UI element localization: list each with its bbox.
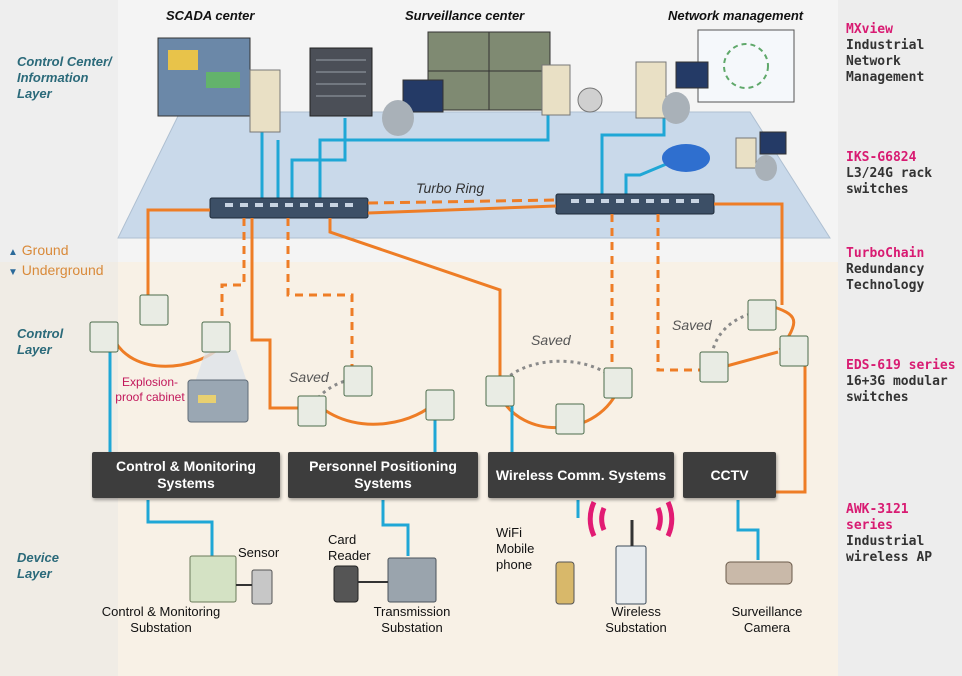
card-reader-device bbox=[333, 565, 359, 603]
scada-center-title: SCADA center bbox=[166, 8, 255, 23]
eds-switch bbox=[343, 365, 373, 397]
scada-server bbox=[249, 69, 281, 133]
triangle-down-icon: ▼ bbox=[8, 267, 18, 278]
sensor-label: Sensor bbox=[238, 545, 280, 560]
eds-switch bbox=[201, 321, 231, 353]
eds-switch bbox=[603, 367, 633, 399]
turbo-ring-label: Turbo Ring bbox=[416, 180, 485, 196]
eds-switch bbox=[425, 389, 455, 421]
system-personnel-positioning-label: Personnel Positioning Systems bbox=[309, 458, 457, 491]
legend-item: TurboChain Redundancy Technology bbox=[846, 246, 958, 294]
core-switch-left bbox=[209, 197, 369, 219]
eds-switch bbox=[779, 335, 809, 367]
legend-title: AWK-3121 series bbox=[846, 502, 909, 533]
legend-item: IKS-G6824 L3/24G rack switches bbox=[846, 150, 958, 198]
ground-label: Ground bbox=[21, 242, 69, 258]
system-cctv: CCTV bbox=[683, 452, 776, 498]
eds-switch bbox=[555, 403, 585, 435]
eds-switch bbox=[485, 375, 515, 407]
transmission-substation-label: Transmission Substation bbox=[373, 604, 451, 635]
legend-panel bbox=[838, 0, 962, 676]
system-cctv-label: CCTV bbox=[710, 466, 749, 483]
wireless-signal-icon bbox=[587, 500, 675, 538]
eds-switch bbox=[89, 321, 119, 353]
operator-figure bbox=[382, 100, 414, 136]
network-management-title: Network management bbox=[668, 8, 804, 23]
card-reader-label: Card Reader bbox=[328, 532, 371, 563]
surveillance-center-title: Surveillance center bbox=[405, 8, 525, 23]
transmission-substation-box bbox=[387, 557, 437, 603]
legend-desc: 16+3G modular switches bbox=[846, 374, 948, 405]
surveillance-camera-device bbox=[725, 561, 793, 585]
control-center-links bbox=[260, 105, 677, 205]
legend-item: MXview Industrial Network Management bbox=[846, 22, 958, 86]
layer-label-device: Device Layer bbox=[17, 550, 59, 581]
triangle-up-icon: ▲ bbox=[8, 247, 18, 258]
saved-label: Saved bbox=[672, 317, 712, 333]
legend-title: TurboChain bbox=[846, 246, 925, 261]
awk-access-point bbox=[615, 545, 647, 605]
layer-label-control: Control Layer bbox=[17, 326, 64, 357]
ground-marker: ▲ Ground bbox=[8, 242, 69, 258]
underground-label: Underground bbox=[21, 262, 104, 278]
legend-desc: Industrial wireless AP bbox=[846, 534, 933, 565]
wifi-phone-label: WiFi Mobile phone bbox=[496, 525, 535, 572]
sensor-device bbox=[251, 569, 273, 605]
legend-title: IKS-G6824 bbox=[846, 150, 917, 165]
cloud-icon bbox=[662, 144, 710, 172]
surveillance-camera-label: Surveillance Camera bbox=[731, 604, 803, 635]
saved-label: Saved bbox=[531, 332, 571, 348]
layer-label-control-center: Control Center/ Information Layer bbox=[17, 54, 112, 101]
system-control-monitoring-label: Control & Monitoring Systems bbox=[116, 458, 256, 491]
system-wireless-comm: Wireless Comm. Systems bbox=[488, 452, 674, 498]
underground-marker: ▼ Underground bbox=[8, 262, 104, 278]
eds-switch bbox=[747, 299, 777, 331]
cm-substation-box bbox=[189, 555, 237, 603]
explosion-cabinet bbox=[187, 379, 249, 423]
legend-item: EDS-619 series 16+3G modular switches bbox=[846, 358, 958, 406]
explosion-cabinet-label: Explosion-proof cabinet bbox=[115, 375, 185, 404]
eds-switch bbox=[699, 351, 729, 383]
system-wireless-comm-label: Wireless Comm. Systems bbox=[495, 466, 667, 483]
legend-item: AWK-3121 series Industrial wireless AP bbox=[846, 502, 958, 566]
core-switch-right bbox=[555, 193, 715, 215]
eds-switch bbox=[139, 294, 169, 326]
legend-desc: L3/24G rack switches bbox=[846, 166, 933, 197]
mxview-screen bbox=[697, 29, 795, 103]
eds-switch bbox=[297, 395, 327, 427]
rack-server bbox=[309, 47, 373, 117]
cm-substation-label: Control & Monitoring Substation bbox=[101, 604, 221, 635]
surveillance-server bbox=[541, 64, 571, 116]
control-center-platform bbox=[117, 111, 831, 239]
legend-desc: Industrial Network Management bbox=[846, 38, 925, 85]
wifi-phone-device bbox=[555, 561, 575, 605]
legend-desc: Redundancy Technology bbox=[846, 262, 925, 293]
mxview-server bbox=[635, 61, 667, 119]
saved-label: Saved bbox=[289, 369, 329, 385]
legend-title: EDS-619 series bbox=[846, 358, 956, 373]
system-control-monitoring: Control & Monitoring Systems bbox=[92, 452, 280, 498]
wireless-substation-label: Wireless Substation bbox=[605, 604, 667, 635]
legend-title: MXview bbox=[846, 22, 893, 37]
system-personnel-positioning: Personnel Positioning Systems bbox=[288, 452, 478, 498]
